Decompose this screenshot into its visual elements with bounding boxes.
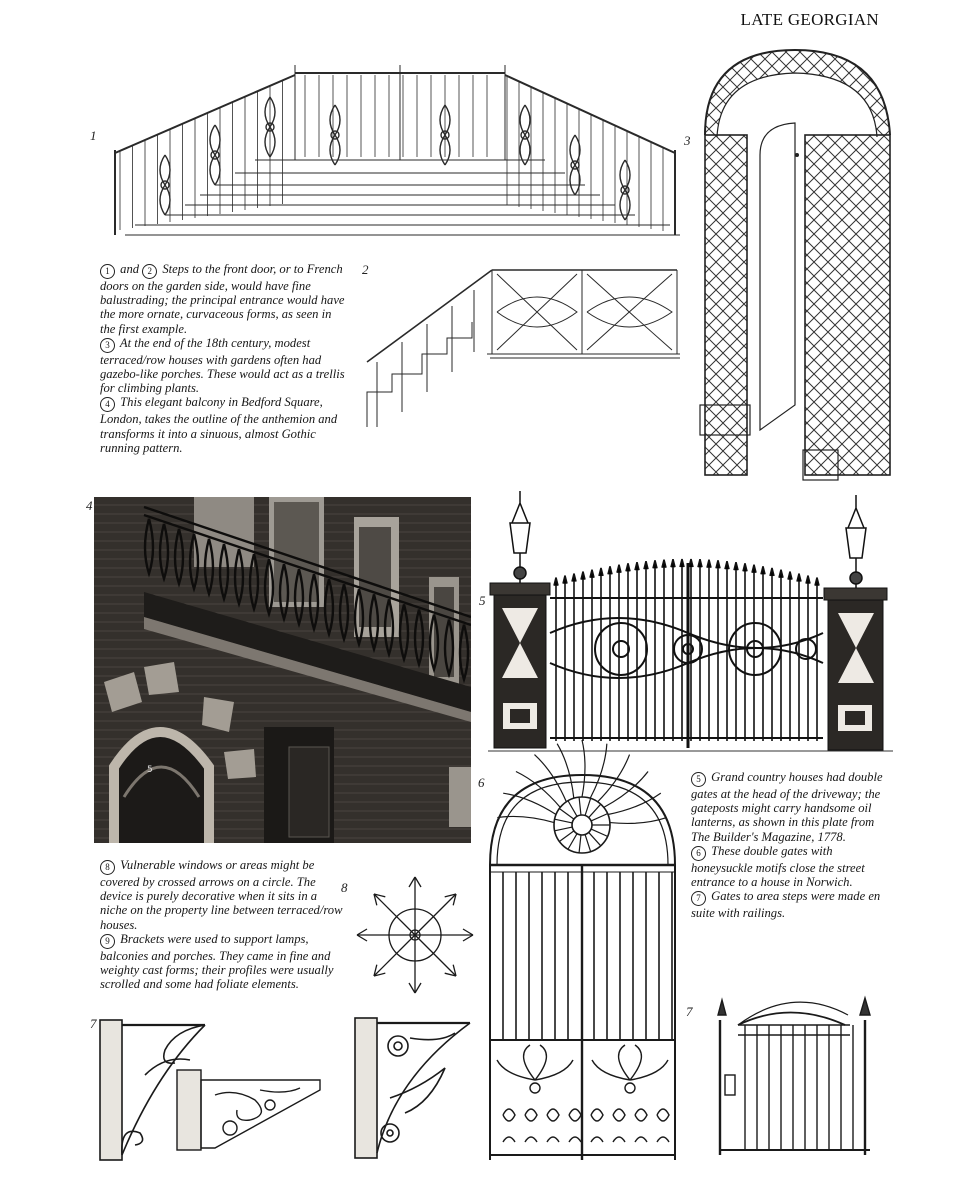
country-house-gates-illustration: [488, 491, 893, 752]
figure-number-6: 6: [478, 775, 485, 790]
bracket-cast-illustration: [176, 1069, 321, 1151]
figure-number-5: 5: [479, 593, 486, 608]
page-header: LATE GEORGIAN: [740, 10, 879, 29]
figure-number-1: 1: [90, 128, 97, 143]
bedford-square-balcony-photo: 5: [94, 497, 471, 843]
steps-balustrade-illustration: [114, 65, 680, 236]
bracket-fine-illustration: [99, 1019, 206, 1161]
trellis-porch-illustration: [699, 48, 891, 481]
figure-number-7b: 7: [686, 1004, 693, 1019]
figure-number-3: 3: [684, 133, 691, 148]
figure-number-7a: 7: [90, 1016, 97, 1031]
door-number: 5: [147, 765, 153, 775]
figure-number-2: 2: [362, 262, 369, 277]
bracket-foliate-illustration: [354, 1017, 471, 1159]
caption-gates: 5 Grand country houses had double gates …: [691, 770, 883, 921]
caption-arrows-brackets: 8 Vulnerable windows or areas might be c…: [100, 858, 343, 992]
area-steps-gate-illustration: [717, 995, 871, 1155]
caption-steps-porches-balcony: 1 and 2 Steps to the front door, or to F…: [100, 262, 345, 455]
figure-number-4: 4: [86, 498, 93, 513]
figure-number-8: 8: [341, 880, 348, 895]
norwich-double-gates-illustration: [489, 739, 676, 1160]
area-steps-railing-illustration: [366, 269, 680, 427]
crossed-arrows-circle-illustration: [356, 876, 474, 994]
